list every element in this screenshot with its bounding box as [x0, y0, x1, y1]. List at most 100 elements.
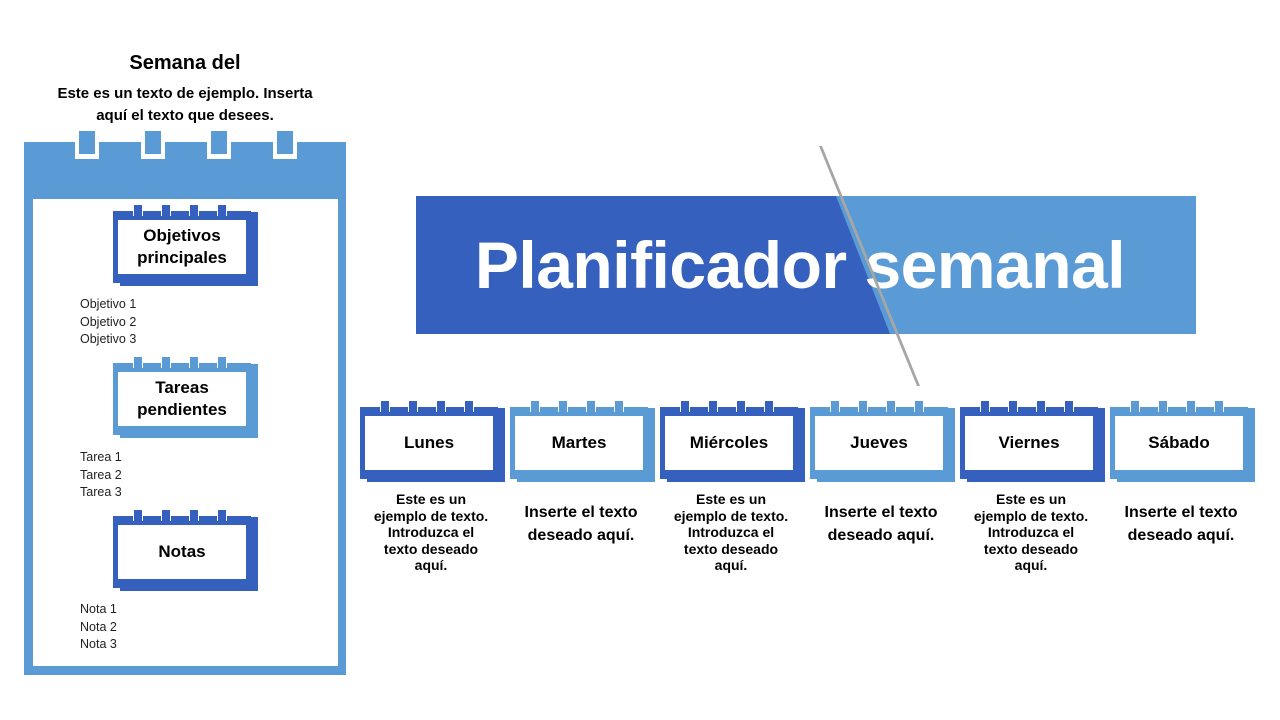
calendar-ring-icon [189, 204, 199, 216]
day-description-line: deseado aquí. [527, 527, 635, 544]
calendar-ring-icon [858, 400, 868, 412]
calendar-ring-icon [830, 400, 840, 412]
calendar-ring-icon [736, 400, 746, 412]
day-description-line: Inserte el texto [824, 504, 938, 521]
calendar-ring-icon [1008, 400, 1018, 412]
section-heading-line1: Tareas [155, 378, 209, 397]
binder-ring-icon [75, 131, 99, 159]
list-item: Nota 1 [80, 602, 117, 616]
day-description-line: aquí. [414, 557, 448, 573]
binder-ring-icon [273, 131, 297, 159]
day-description-line: Introduzca el [687, 524, 775, 540]
calendar-ring-icon [133, 204, 143, 216]
section-heading-line2: principales [137, 248, 227, 267]
calendar-ring-icon [1214, 400, 1224, 412]
section-card-notes: Notas [113, 509, 258, 591]
calendar-ring-icon [1036, 400, 1046, 412]
day-description-line: Inserte el texto [1124, 504, 1238, 521]
day-description-line: aquí. [714, 557, 748, 573]
calendar-ring-icon [680, 400, 690, 412]
list-item: Tarea 3 [80, 485, 122, 499]
weekly-notebook-panel: Objetivos principales Objetivo 1 Objetiv… [24, 131, 346, 675]
day-name: Viernes [965, 416, 1093, 470]
day-name: Lunes [365, 416, 493, 470]
calendar-ring-icon [708, 400, 718, 412]
calendar-ring-icon [464, 400, 474, 412]
notebook-page: Objetivos principales Objetivo 1 Objetiv… [33, 199, 338, 666]
calendar-ring-icon [1158, 400, 1168, 412]
page-title: Planificador semanal [474, 228, 1126, 302]
list-item: Tarea 2 [80, 467, 122, 482]
banner-background [416, 196, 1196, 334]
calendar-ring-icon [408, 400, 418, 412]
list-item: Nota 2 [80, 619, 117, 634]
calendar-ring-icon [886, 400, 896, 412]
day-card: Jueves [810, 400, 955, 482]
day-description-line: ejemplo de texto. [673, 507, 789, 524]
day-card: Viernes [960, 400, 1105, 482]
tasks-list: Tarea 1 Tarea 2 Tarea 3 [80, 449, 122, 502]
week-title: Semana del [129, 52, 241, 74]
section-card-goals: Objetivos principales [113, 204, 258, 286]
calendar-ring-icon [1186, 400, 1196, 412]
calendar-ring-icon [558, 400, 568, 412]
day-card: Miércoles [660, 400, 805, 482]
day-description-line: Introduzca el [387, 524, 475, 540]
day-name: Martes [515, 416, 643, 470]
calendar-ring-icon [161, 204, 171, 216]
title-banner: Planificador semanal [416, 196, 1196, 334]
goals-list: Objetivo 1 Objetivo 2 Objetivo 3 [80, 296, 136, 349]
calendar-ring-icon [530, 400, 540, 412]
calendar-ring-icon [189, 356, 199, 368]
day-name: Miércoles [665, 416, 793, 470]
day-card: Sábado [1110, 400, 1255, 482]
week-subtitle: Este es un texto de ejemplo. Inserta aqu… [57, 85, 313, 124]
calendar-ring-icon [980, 400, 990, 412]
day-card: Lunes [360, 400, 505, 482]
day-description-line: aquí. [1014, 557, 1048, 573]
day-description-line: ejemplo de texto. [973, 507, 1089, 524]
day-description-line: Este es un [695, 491, 767, 507]
calendar-ring-icon [436, 400, 446, 412]
calendar-ring-icon [614, 400, 624, 412]
day-description-line: deseado aquí. [1127, 527, 1235, 544]
binder-ring-icon [207, 131, 231, 159]
calendar-ring-icon [161, 509, 171, 521]
day-description-line: texto deseado [683, 540, 779, 557]
calendar-ring-icon [586, 400, 596, 412]
day-description-line: deseado aquí. [827, 527, 935, 544]
calendar-ring-icon [1130, 400, 1140, 412]
calendar-ring-icon [133, 509, 143, 521]
list-item: Objetivo 1 [80, 297, 137, 311]
calendar-ring-icon [133, 356, 143, 368]
section-heading: Notas [118, 525, 246, 579]
day-name: Jueves [815, 416, 943, 470]
notes-list: Nota 1 Nota 2 Nota 3 [80, 601, 117, 654]
calendar-ring-icon [217, 509, 227, 521]
section-heading-line2: pendientes [137, 400, 227, 419]
calendar-ring-icon [161, 356, 171, 368]
binder-ring-icon [141, 131, 165, 159]
section-heading-line1: Objetivos [143, 226, 221, 245]
day-description: Inserte el texto deseado aquí. [806, 501, 956, 547]
section-heading: Tareas pendientes [118, 372, 246, 426]
list-item: Nota 3 [80, 637, 117, 651]
day-description: Inserte el texto deseado aquí. [1106, 501, 1256, 547]
section-heading: Objetivos principales [118, 220, 246, 274]
calendar-ring-icon [764, 400, 774, 412]
calendar-ring-icon [217, 204, 227, 216]
section-card-tasks: Tareas pendientes [113, 356, 258, 438]
day-description-line: Este es un [395, 491, 467, 507]
day-description-line: ejemplo de texto. [373, 507, 489, 524]
section-heading-line1: Notas [158, 542, 206, 561]
calendar-ring-icon [189, 509, 199, 521]
day-description-line: texto deseado [983, 540, 1079, 557]
calendar-ring-icon [914, 400, 924, 412]
day-description-line: Este es un [995, 491, 1067, 507]
list-item: Objetivo 2 [80, 314, 137, 329]
day-card: Martes [510, 400, 655, 482]
